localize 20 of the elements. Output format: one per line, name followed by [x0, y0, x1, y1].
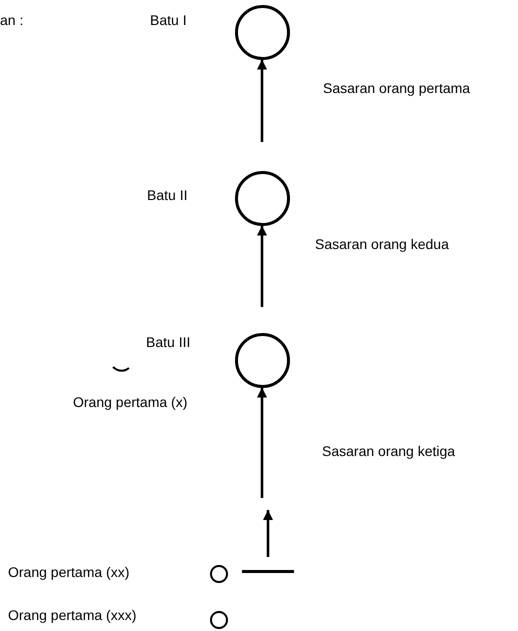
- person-circle: [210, 564, 228, 584]
- arrow: [257, 226, 267, 307]
- text-label: Sasaran orang pertama: [323, 80, 470, 96]
- text-label: Orang pertama (xxx): [8, 607, 136, 623]
- node-label: Batu II: [147, 187, 188, 203]
- text-label: Orang pertama (xx): [8, 564, 130, 580]
- node-label: Batu I: [150, 12, 187, 28]
- stone-circle: [234, 170, 290, 226]
- arrow: [257, 60, 267, 142]
- text-label: Sasaran orang ketiga: [322, 443, 456, 459]
- node-label: Batu III: [146, 334, 190, 350]
- arrow: [257, 388, 267, 498]
- arrow: [263, 510, 273, 557]
- person-circle: [210, 610, 228, 630]
- text-label: Sasaran orang kedua: [315, 236, 449, 252]
- text-label: Orang pertama (x): [73, 394, 188, 410]
- stone-circle: [234, 4, 290, 60]
- text-label: an :: [0, 12, 24, 28]
- start-line: [242, 570, 294, 572]
- stone-circle: [234, 332, 290, 388]
